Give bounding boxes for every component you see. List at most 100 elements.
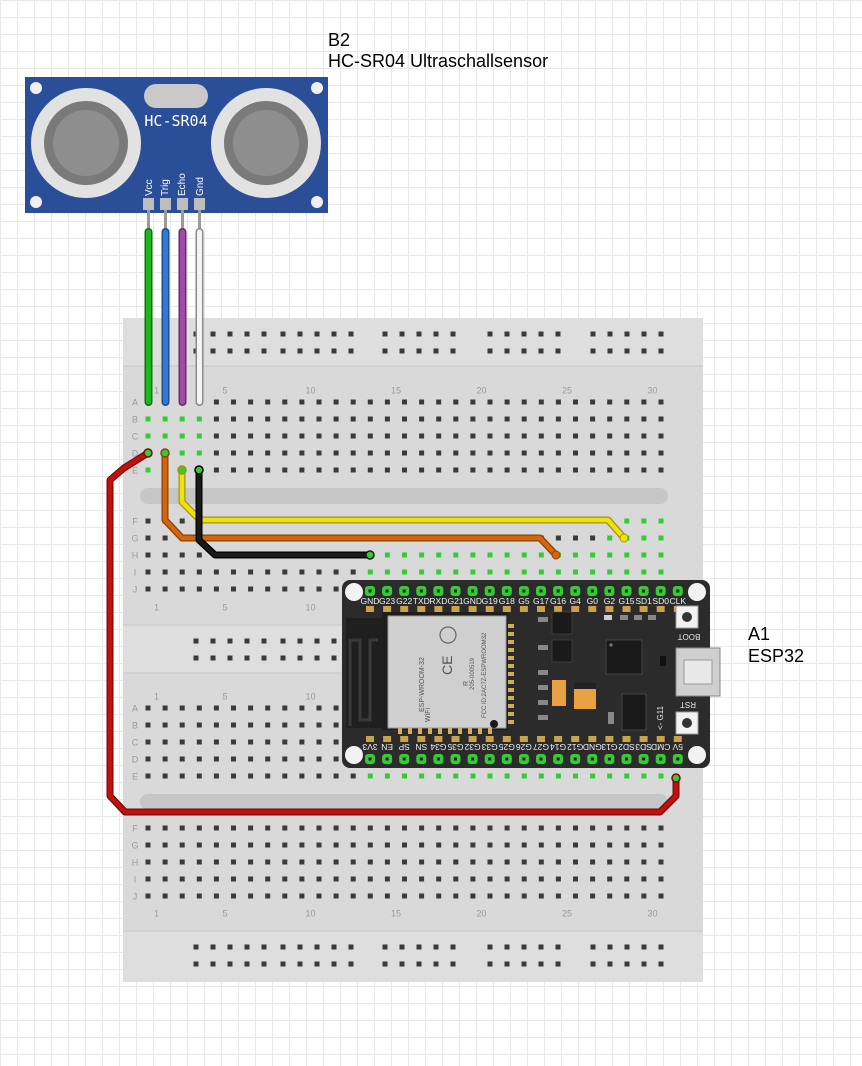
column-number: 15: [391, 386, 401, 396]
rail-hole: [331, 944, 337, 950]
breadboard-hole: [316, 416, 322, 422]
breadboard-hole: [282, 399, 288, 405]
module-pad: [438, 728, 442, 734]
power-rail-bottom: [123, 931, 703, 982]
breadboard-hole: [402, 552, 407, 558]
rail-hole: [210, 348, 216, 354]
breadboard-hole: [453, 467, 459, 473]
breadboard-hole: [641, 773, 647, 779]
breadboard-hole: [555, 450, 561, 456]
breadboard-hole: [504, 569, 510, 575]
column-number: 1: [154, 909, 159, 919]
esp32-top-pin-row: [365, 586, 683, 612]
breadboard-hole: [402, 569, 407, 575]
breadboard-hole: [316, 876, 322, 882]
breadboard-hole: [538, 399, 544, 405]
rail-hole: [280, 348, 286, 354]
rail-hole: [210, 655, 216, 661]
breadboard-hole: [641, 859, 647, 865]
rail-hole: [297, 961, 303, 967]
breadboard-hole: [145, 535, 151, 541]
breadboard-hole: [367, 876, 373, 882]
rail-hole: [348, 348, 354, 354]
rail-hole: [297, 331, 303, 337]
breadboard-hole: [624, 859, 630, 865]
breadboard-hole: [607, 773, 613, 779]
pin-hole: [539, 589, 543, 593]
breadboard-hole: [607, 450, 613, 456]
rail-hole: [227, 961, 233, 967]
vcc-to-5v-wire[interactable]: [106, 449, 680, 816]
breadboard-hole: [145, 552, 151, 558]
esp32-pin-header: [537, 606, 545, 612]
breadboard-hole: [299, 569, 305, 575]
breadboard-hole: [436, 552, 442, 558]
breadboard-hole: [436, 467, 442, 473]
breadboard-hole: [145, 756, 151, 762]
gnd-to-esp-gnd-wire[interactable]: [195, 466, 374, 559]
breadboard-hole: [436, 399, 442, 405]
breadboard-hole: [384, 825, 390, 831]
breadboard-hole: [265, 705, 271, 711]
breadboard-hole: [162, 705, 168, 711]
breadboard-hole: [145, 859, 151, 865]
breadboard-hole: [402, 842, 407, 848]
micro-usb-port[interactable]: [675, 647, 721, 697]
breadboard-hole: [641, 893, 647, 899]
breadboard-hole: [573, 569, 578, 575]
pin-hole: [385, 757, 389, 761]
trig-to-g17-wire[interactable]: [161, 449, 560, 559]
breadboard-hole: [299, 467, 305, 473]
esp32-pin-label: G0: [587, 596, 599, 606]
breadboard-hole: [538, 893, 544, 899]
breadboard-hole: [384, 552, 390, 558]
breadboard-hole: [384, 859, 390, 865]
esp32-pin-label: G17: [533, 596, 549, 606]
pin-hole: [419, 589, 423, 593]
esp32-pin-label: G18: [499, 596, 515, 606]
breadboard-hole: [573, 535, 578, 541]
breadboard-hole: [145, 416, 151, 422]
row-letter: A: [132, 704, 138, 714]
breadboard-hole: [248, 773, 254, 779]
esp32-pin-label: EN: [381, 742, 393, 752]
esp32-board: ESP-WROOM-32 FCC ID:2AC7Z-ESPWROOM32 205…: [342, 580, 721, 768]
breadboard-hole: [282, 842, 288, 848]
breadboard-hole: [487, 842, 493, 848]
breadboard-hole: [196, 876, 202, 882]
rail-hole: [348, 944, 354, 950]
breadboard-hole: [624, 433, 630, 439]
breadboard-hole: [231, 416, 236, 422]
pin-hole: [454, 757, 457, 761]
breadboard-hole: [453, 433, 459, 439]
rail-hole: [261, 331, 267, 337]
esp32-pin-header: [622, 736, 631, 742]
breadboard-hole: [316, 467, 322, 473]
breadboard-hole: [419, 893, 425, 899]
breadboard-hole: [316, 756, 322, 762]
breadboard-hole: [521, 773, 527, 779]
rail-hole: [297, 348, 303, 354]
breadboard-hole: [384, 773, 390, 779]
breadboard-hole: [436, 433, 442, 439]
breadboard-hole: [658, 467, 664, 473]
sensor-wires: [144, 228, 204, 406]
wroom-r-mark: R: [463, 681, 470, 686]
breadboard-hole: [248, 433, 254, 439]
rail-hole: [416, 331, 422, 337]
breadboard-hole: [333, 416, 339, 422]
breadboard-hole: [282, 450, 288, 456]
breadboard-hole: [607, 893, 613, 899]
esp32-pin-label: G22: [396, 596, 412, 606]
rail-hole: [641, 348, 647, 354]
breadboard-hole: [453, 773, 459, 779]
breadboard-hole: [470, 842, 476, 848]
esp32-pin-header: [468, 606, 477, 612]
rail-hole: [538, 961, 544, 967]
breadboard-hole: [333, 739, 339, 745]
breadboard-hole: [624, 518, 630, 524]
breadboard-hole: [453, 569, 459, 575]
breadboard-hole: [162, 535, 168, 541]
breadboard-hole: [248, 586, 254, 592]
breadboard-hole: [196, 825, 202, 831]
